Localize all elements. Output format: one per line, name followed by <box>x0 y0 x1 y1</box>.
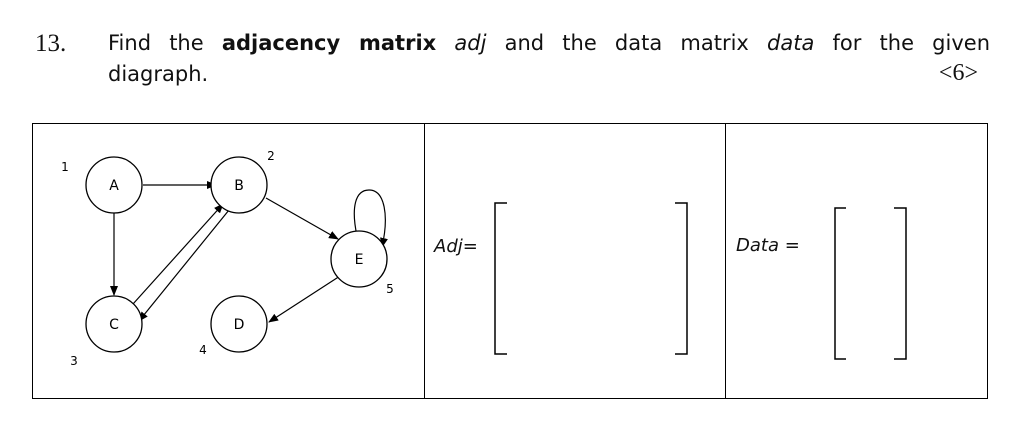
digraph-diagram: A B C D E 1 2 3 4 5 <box>61 149 394 368</box>
edge-b-e <box>265 197 339 240</box>
edge-e-e-loop <box>353 189 388 248</box>
node-a-label: A <box>109 178 119 194</box>
node-c-label: C <box>109 317 119 333</box>
data-matrix-cell: Data = <box>726 124 989 398</box>
question-text-line-2: diagraph. <box>108 62 209 86</box>
question-text-part: Find the <box>108 31 222 55</box>
node-d-label: D <box>234 317 245 333</box>
node-e-index: 5 <box>386 282 394 296</box>
digraph-cell: A B C D E 1 2 3 4 5 <box>33 124 425 398</box>
adjacency-matrix-cell: Adj= <box>425 124 726 398</box>
marks-label: <6> <box>938 60 978 86</box>
edge-e-d <box>268 275 341 323</box>
question-text-bold-term: adjacency matrix <box>221 31 437 55</box>
data-matrix-brackets <box>834 207 907 360</box>
edge-b-c <box>138 209 230 322</box>
adj-right-bracket <box>675 202 688 355</box>
adj-label: Adj= <box>434 236 478 257</box>
data-label: Data = <box>736 235 800 256</box>
question-text-part: for the given <box>814 31 991 55</box>
node-c <box>85 295 143 353</box>
question-text-part <box>436 31 454 55</box>
node-a <box>85 156 143 214</box>
node-e-label: E <box>355 252 364 268</box>
node-b-index: 2 <box>267 149 275 163</box>
question-text-italic-term: adj <box>454 31 487 55</box>
edge-c-b <box>132 203 224 305</box>
node-a-index: 1 <box>61 160 69 174</box>
data-left-bracket <box>834 207 846 360</box>
question-text-italic-term: data <box>767 31 815 55</box>
node-e <box>330 230 388 288</box>
adj-left-bracket <box>494 202 507 355</box>
answer-table: A B C D E 1 2 3 4 5 Adj= Data = <box>32 123 988 399</box>
node-b <box>210 156 268 214</box>
adj-matrix-brackets <box>494 202 688 355</box>
node-d <box>210 295 268 353</box>
question-text: Find the adjacency matrix adj and the da… <box>108 31 990 55</box>
node-d-index: 4 <box>199 343 207 357</box>
node-c-index: 3 <box>70 354 78 368</box>
question-text-part: and the data matrix <box>486 31 768 55</box>
question-number: 13. <box>35 30 67 57</box>
node-b-label: B <box>234 178 244 194</box>
data-right-bracket <box>894 207 907 360</box>
